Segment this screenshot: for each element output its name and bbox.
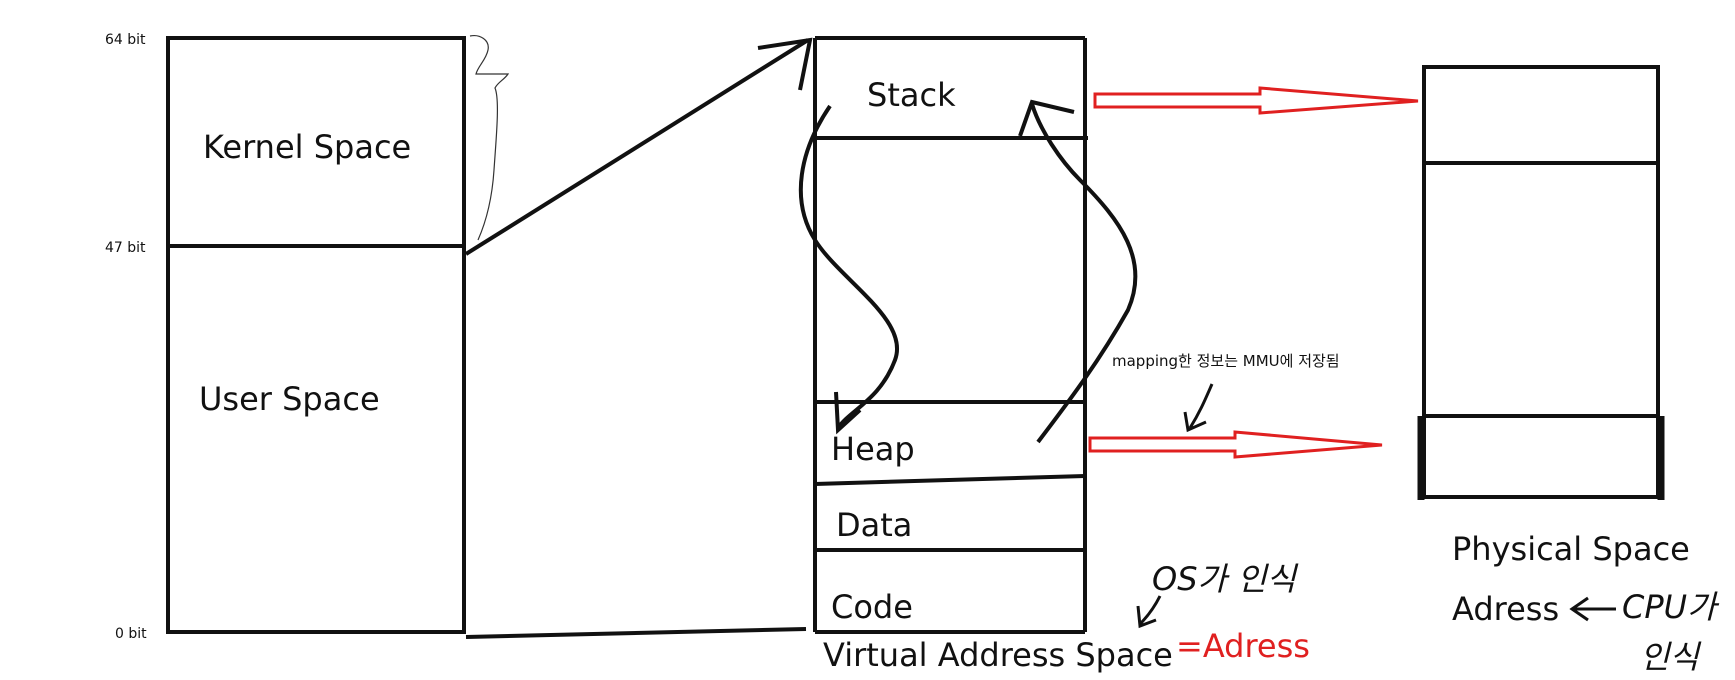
physical-adress-label: Adress [1452, 590, 1559, 628]
stack-label: Stack [867, 76, 956, 114]
data-label: Data [836, 506, 912, 544]
cpu-note-line1: CPU가 [1622, 588, 1720, 626]
user-space-label: User Space [199, 380, 380, 418]
map-line-top [464, 38, 810, 256]
mmu-note: mapping한 정보는 MMU에 저장됨 [1112, 352, 1340, 370]
bit-label-47: 47 bit [105, 240, 146, 256]
kernel-space-label: Kernel Space [203, 128, 411, 166]
virtual-space-caption: Virtual Address Space [823, 636, 1173, 674]
map-arrowhead [757, 37, 813, 91]
virtual-adress-suffix: =Adress [1176, 627, 1310, 665]
physical-space-block [1417, 65, 1665, 500]
cpu-note-line2: 인식 [1640, 638, 1701, 676]
cpu-note-arrow [1569, 596, 1616, 622]
heap-label: Heap [831, 430, 915, 468]
code-label: Code [831, 588, 913, 626]
mapping-arrow-stack [1093, 86, 1419, 115]
bit-label-64: 64 bit [105, 32, 146, 48]
os-note: OS가 인식 [1152, 560, 1299, 598]
os-note-arrow [1136, 595, 1162, 629]
address-space-block [166, 36, 466, 634]
bit-label-0: 0 bit [115, 626, 147, 642]
map-line-bottom [465, 627, 807, 639]
kernel-bracket [469, 35, 510, 241]
heap-growth-arrow [1030, 103, 1138, 444]
virtual-space-block [813, 36, 1088, 634]
mmu-note-arrow [1183, 383, 1214, 433]
physical-space-label: Physical Space [1452, 530, 1690, 568]
stack-growth-arrow [798, 104, 899, 430]
mapping-arrow-heap [1088, 430, 1383, 459]
